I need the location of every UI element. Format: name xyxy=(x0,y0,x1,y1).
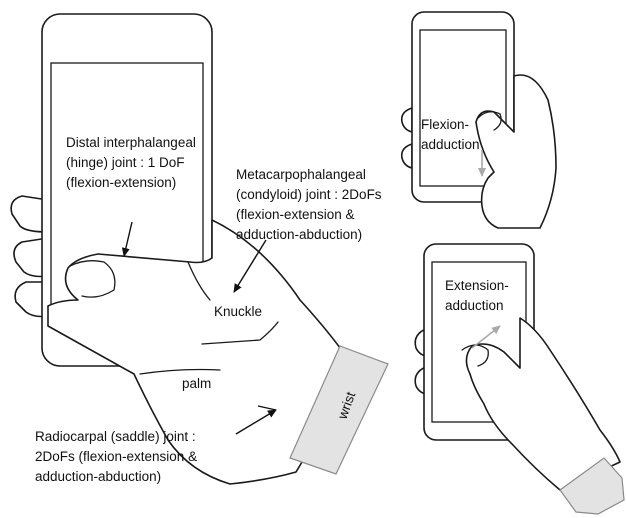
flexion-hand xyxy=(475,74,557,229)
extension-hand-illustration xyxy=(414,243,625,515)
main-thumb-nail xyxy=(69,260,116,298)
flexion-finger-2 xyxy=(400,143,413,169)
flexion-thumb-nail xyxy=(477,111,502,131)
main-thumb-crease xyxy=(187,261,211,301)
extension-wrist-cuff xyxy=(559,457,625,515)
flexion-adduction-label: Flexion- adduction xyxy=(421,117,480,152)
main-finger-1 xyxy=(10,195,49,233)
main-palm-line xyxy=(139,368,221,375)
extension-hand xyxy=(465,317,621,491)
extension-motion-arrow xyxy=(471,325,501,349)
knuckle-label: Knuckle xyxy=(214,304,262,319)
flexion-hand-illustration xyxy=(400,11,557,229)
distal-joint-label: Distal interphalangeal (hinge) joint : 1… xyxy=(66,135,200,190)
metacarpophalangeal-label: Metacarpophalangeal (condyloid) joint : … xyxy=(236,167,385,242)
extension-thumb-nail xyxy=(461,344,489,367)
radiocarpal-arrow xyxy=(235,409,277,435)
main-hand xyxy=(47,219,357,485)
metacarpophalangeal-arrow xyxy=(233,239,267,293)
palm-label: palm xyxy=(182,376,211,391)
main-hand-illustration xyxy=(10,13,389,485)
main-palm-crease xyxy=(201,321,279,345)
radiocarpal-marker xyxy=(257,405,277,411)
radiocarpal-label: Radiocarpal (saddle) joint : 2DoFs (flex… xyxy=(35,429,201,484)
main-wrist-cuff xyxy=(289,345,389,475)
distal-joint-arrow xyxy=(121,221,133,257)
main-finger-2 xyxy=(13,237,49,278)
extension-adduction-label: Extension- adduction xyxy=(445,278,513,313)
flexion-finger-1 xyxy=(400,107,413,133)
